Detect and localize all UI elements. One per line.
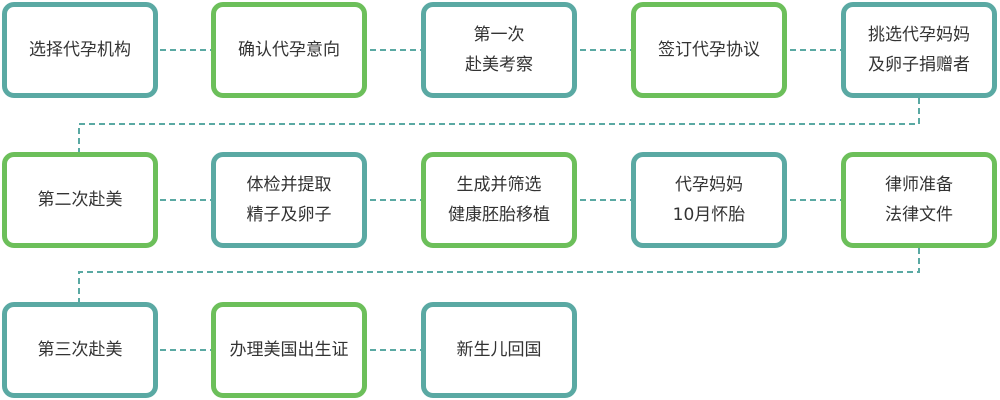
step-label: 选择代孕机构 xyxy=(29,40,131,60)
step-box: 代孕妈妈 10月怀胎 xyxy=(631,152,787,248)
step-box: 第一次赴美考察 xyxy=(421,2,577,98)
step-label: 第三次赴美 xyxy=(37,340,123,360)
step-label: 健康胚胎移植 xyxy=(448,205,550,225)
step-label: 签订代孕协议 xyxy=(658,40,760,60)
step-label: 第一次 xyxy=(473,25,525,45)
step-label: 挑选代孕妈妈 xyxy=(868,25,970,45)
step-box: 确认代孕意向 xyxy=(211,2,367,98)
step-label: 10月怀胎 xyxy=(672,205,746,225)
step-label: 法律文件 xyxy=(885,205,953,225)
step-label: 生成并筛选 xyxy=(456,175,542,195)
step-box: 办理美国出生证 xyxy=(211,302,367,398)
step-box: 生成并筛选健康胚胎移植 xyxy=(421,152,577,248)
step-label: 精子及卵子 xyxy=(246,205,332,225)
step-label: 律师准备 xyxy=(885,175,953,195)
step-label: 确认代孕意向 xyxy=(238,40,340,60)
step-box: 第三次赴美 xyxy=(2,302,158,398)
step-label: 新生儿回国 xyxy=(456,340,542,360)
step-box: 第二次赴美 xyxy=(2,152,158,248)
step-label: 体检并提取 xyxy=(246,175,332,195)
step-box: 选择代孕机构 xyxy=(2,2,158,98)
step-label: 赴美考察 xyxy=(465,55,533,75)
step-label: 第二次赴美 xyxy=(37,190,123,210)
step-box: 体检并提取精子及卵子 xyxy=(211,152,367,248)
step-label: 及卵子捐赠者 xyxy=(868,55,970,75)
step-label: 办理美国出生证 xyxy=(229,340,349,360)
step-box: 挑选代孕妈妈及卵子捐赠者 xyxy=(841,2,997,98)
step-box: 签订代孕协议 xyxy=(631,2,787,98)
step-label: 代孕妈妈 xyxy=(675,175,743,195)
step-box: 新生儿回国 xyxy=(421,302,577,398)
step-box: 律师准备法律文件 xyxy=(841,152,997,248)
connector xyxy=(78,98,920,152)
connector xyxy=(78,248,920,302)
